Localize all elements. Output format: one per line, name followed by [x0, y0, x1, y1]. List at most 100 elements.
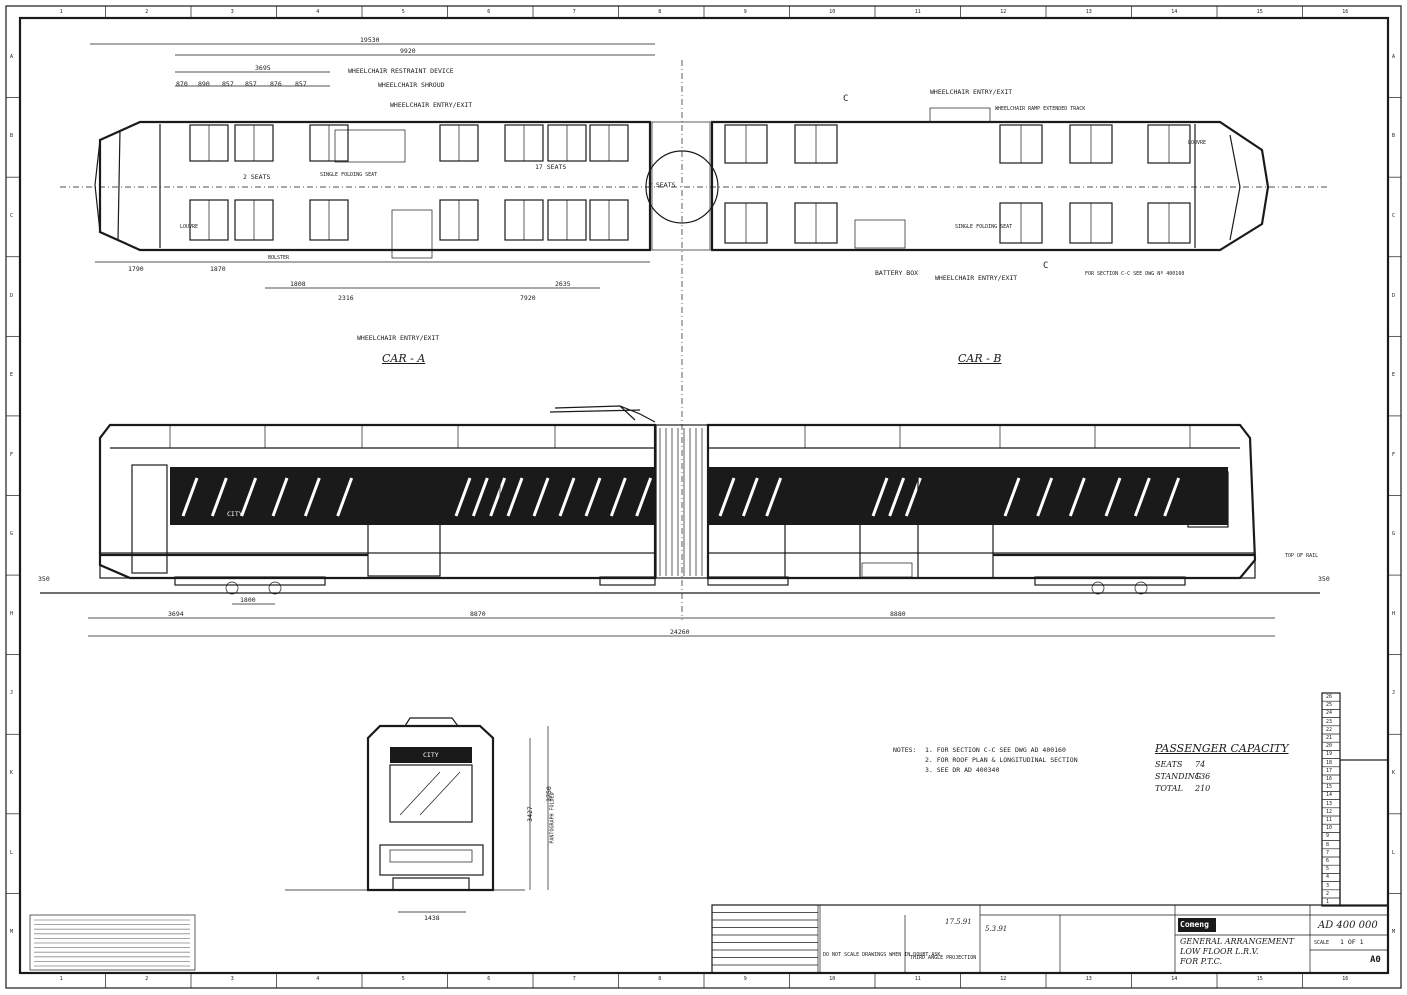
grid-row-label-right: L [1392, 849, 1396, 856]
window-pane [577, 471, 655, 521]
sheet-number: 1 OF 1 [1340, 938, 1364, 946]
notes-table [711, 904, 819, 974]
label-wheelchair-entry-b: WHEELCHAIR ENTRY/EXIT [930, 88, 1013, 96]
window-glare [1163, 477, 1181, 517]
notes-line-1: 1. FOR SECTION C-C SEE DWG AD 400160 [925, 746, 1066, 754]
label-wheelchair-shroud: WHEELCHAIR SHROUD [378, 81, 445, 89]
seat-dim-3: 857 [222, 80, 234, 88]
notes-line-3: 3. SEE DR AD 400340 [925, 766, 1000, 774]
capacity-seats-label: SEATS [1155, 760, 1183, 769]
end-view-windscreen [389, 764, 473, 823]
revision-number: 23 [1326, 718, 1333, 725]
end-view-dest-sign: CITY [423, 751, 439, 759]
end-view-glare [399, 771, 461, 816]
battery-box [854, 219, 906, 249]
revision-number: 25 [1326, 702, 1333, 709]
grid-row-label-right: F [1392, 451, 1396, 458]
window-glare [454, 477, 472, 517]
grid-row-label-left: C [10, 212, 14, 219]
bottom-dim-4: 2316 [338, 294, 354, 302]
window-glare [558, 477, 576, 517]
end-view-pantograph-label: PANTOGRAPH FOLDED [549, 792, 556, 844]
company-name: Comeng [1180, 920, 1209, 929]
bottom-dim-6: 7920 [520, 294, 536, 302]
label-battery-box: BATTERY BOX [875, 269, 919, 277]
grid-col-label-top: 12 [1000, 9, 1007, 15]
grid-col-label-top: 15 [1256, 9, 1263, 15]
elev-floor-height-left: 350 [38, 575, 50, 583]
grid-col-label-bottom: 3 [230, 976, 234, 982]
window-glare [303, 477, 321, 517]
revision-number: 12 [1326, 808, 1333, 815]
grid-col-label-top: 13 [1085, 9, 1092, 15]
grid-row-label-right: C [1392, 212, 1396, 219]
capacity-total-value: 210 [1195, 784, 1211, 793]
capacity-standing-label: STANDING [1155, 772, 1202, 781]
grid-row-markers [6, 97, 1401, 894]
revision-number: 17 [1326, 767, 1333, 774]
end-view-height-label: 3427 [525, 806, 534, 822]
notes-title: NOTES: [893, 746, 917, 754]
grid-col-label-top: 4 [316, 9, 320, 15]
grid-row-label-left: M [10, 929, 14, 936]
window-glare [210, 477, 228, 517]
title-line-2: LOW FLOOR L.R.V. [1180, 947, 1259, 956]
elev-dim-bogie: 1800 [240, 596, 256, 604]
grid-col-label-top: 5 [401, 9, 405, 15]
car-b-equipment-box [861, 562, 913, 578]
articulation-bellows [659, 428, 703, 576]
grid-col-label-bottom: 6 [487, 976, 491, 982]
label-single-folding-seat-a: SINGLE FOLDING SEAT [320, 172, 378, 178]
grid-col-label-bottom: 14 [1171, 976, 1178, 982]
elev-floor-height-right: 350 [1318, 575, 1330, 583]
revision-number: 1 [1326, 899, 1330, 905]
window-glare [489, 477, 507, 517]
grid-col-label-bottom: 12 [1000, 976, 1007, 982]
grid-row-label-right: B [1392, 133, 1396, 140]
grid-col-label-bottom: 8 [658, 976, 662, 982]
grid-col-label-top: 6 [487, 9, 491, 15]
car-a-skirt [99, 552, 656, 579]
drawing-number: AD 400 000 [1318, 920, 1378, 931]
grid-row-label-right: E [1392, 372, 1396, 379]
grid-col-label-bottom: 10 [829, 976, 836, 982]
window-pane [996, 471, 1096, 521]
grid-row-label-left: J [10, 690, 14, 697]
elev-dim-car-b: 8880 [890, 610, 906, 618]
wheelchair-ramp-box [929, 107, 991, 123]
window-glare [871, 477, 889, 517]
grid-row-label-right: J [1392, 690, 1396, 697]
grid-row-label-right: M [1392, 929, 1396, 936]
grid-col-label-bottom: 9 [743, 976, 747, 982]
label-seats-joint: 2 SEATS [648, 181, 676, 189]
capacity-total-label: TOTAL [1155, 784, 1183, 793]
revision-number: 22 [1326, 726, 1333, 733]
bottom-dim-2: 1870 [210, 265, 226, 273]
plan-view [60, 43, 1330, 620]
grid-col-label-top: 7 [572, 9, 576, 15]
grid-col-label-top: 2 [145, 9, 149, 15]
label-section-note: FOR SECTION C-C SEE DWG Nº 400160 [1085, 271, 1185, 277]
end-view-dest-box [390, 747, 472, 763]
window-glare [609, 477, 627, 517]
grid-col-label-top: 11 [914, 9, 921, 15]
window-glare [888, 477, 906, 517]
grid-col-label-top: 8 [658, 9, 662, 15]
window-glare [1068, 477, 1086, 517]
grid-col-label-bottom: 1 [59, 976, 63, 982]
side-elevation [40, 405, 1320, 637]
sheet-size: A0 [1370, 955, 1381, 965]
window-glare [1104, 477, 1122, 517]
notes-table-rows [712, 912, 818, 966]
revision-number: 26 [1326, 694, 1333, 700]
section-marker-bottom: C [1043, 261, 1049, 271]
grid-row-label-left: D [10, 292, 14, 299]
label-wheelchair-restraint: WHEELCHAIR RESTRAINT DEVICE [348, 67, 454, 75]
capacity-title: PASSENGER CAPACITY [1155, 742, 1289, 755]
capacity-seats-value: 74 [1195, 760, 1206, 769]
label-wheelchair-entry-top: WHEELCHAIR ENTRY/EXIT [390, 101, 473, 109]
grid-col-label-bottom: 2 [145, 976, 149, 982]
elev-top-of-rail: TOP OF RAIL [1285, 553, 1319, 559]
revision-number: 18 [1326, 759, 1333, 766]
bottom-dim-5: 2635 [555, 280, 571, 288]
